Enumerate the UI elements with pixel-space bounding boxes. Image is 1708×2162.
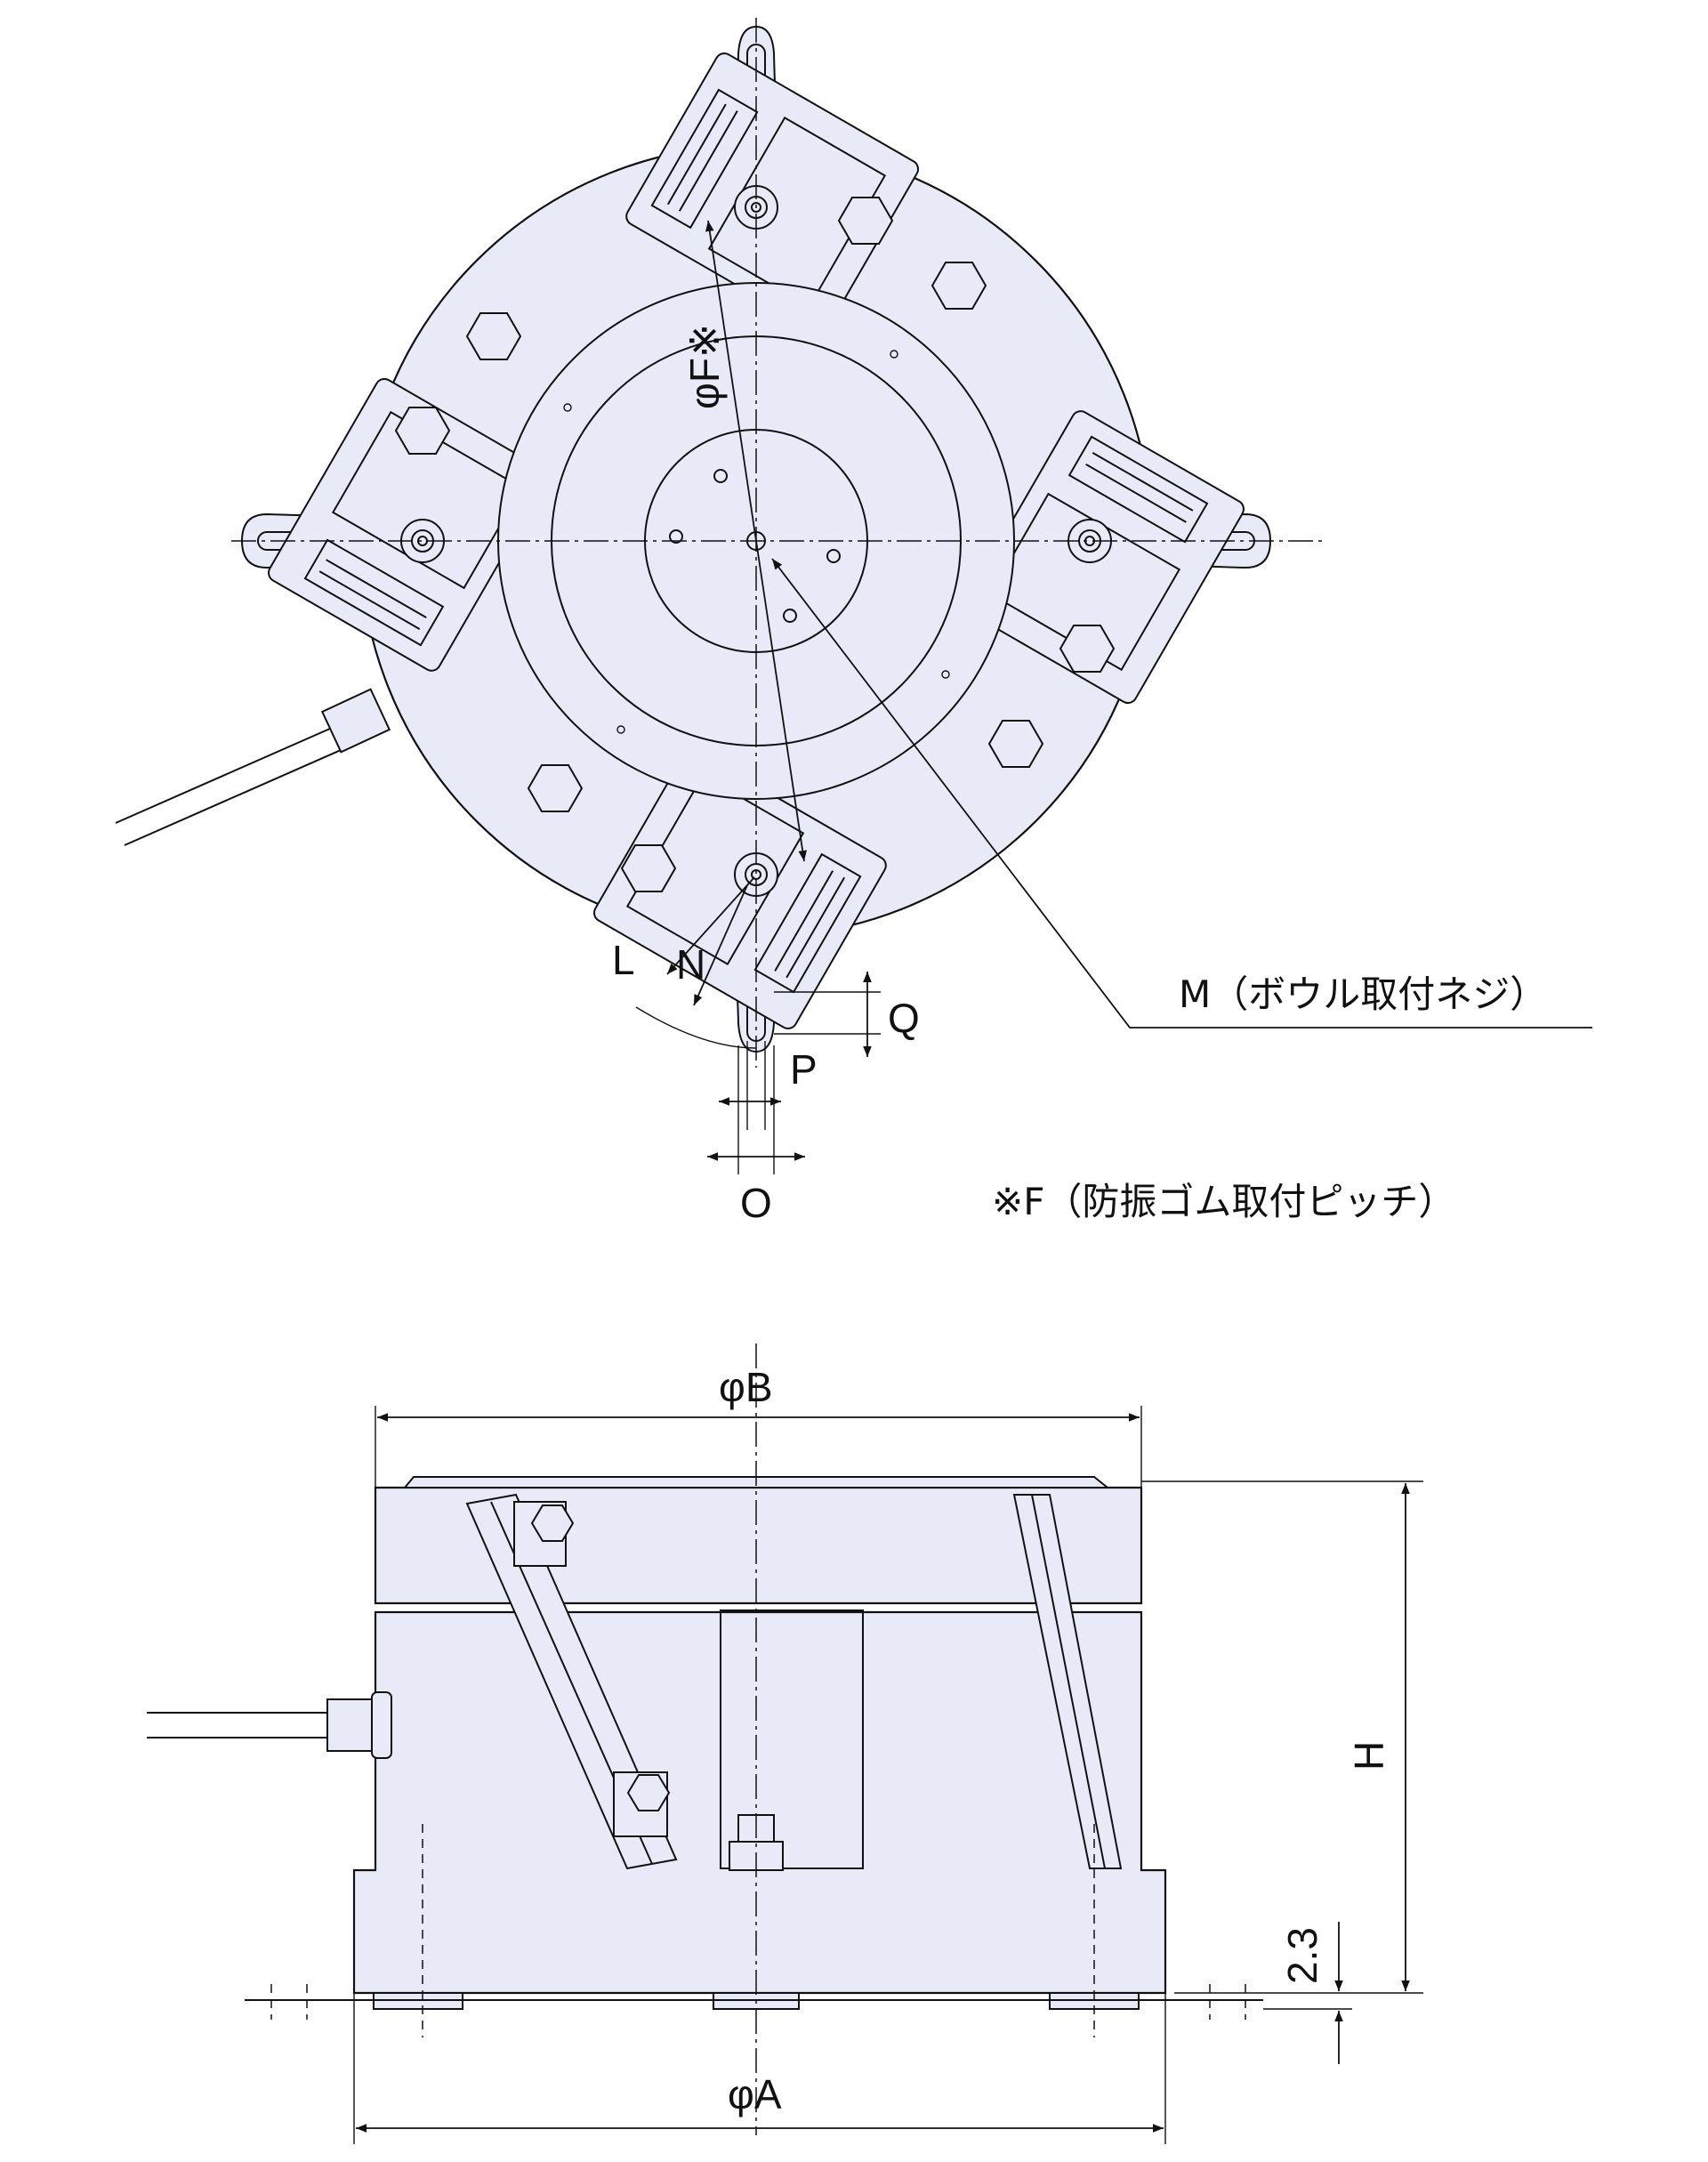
side-spring-left — [465, 1493, 678, 1870]
label-q: Q — [888, 995, 920, 1041]
label-phi-b: φB — [719, 1364, 773, 1410]
label-h: H — [1346, 1741, 1392, 1771]
side-spring-right — [1012, 1494, 1123, 1869]
dimension-line-phi-f — [705, 220, 807, 862]
side-feet — [245, 1992, 1263, 2010]
hex-bolts — [394, 197, 1116, 892]
power-cable-top — [115, 688, 391, 846]
leader-line-m — [771, 558, 1592, 1029]
label-f-note: ※F（防振ゴム取付ピッチ） — [992, 1180, 1455, 1223]
top-view: φF※ M（ボウル取付ネジ） L N Q P O ※F（防振ゴム取付ピッチ） — [115, 18, 1592, 1226]
label-p: P — [790, 1046, 818, 1093]
label-2-3: 2.3 — [1279, 1927, 1325, 1984]
label-phi-a: φA — [728, 2071, 782, 2118]
label-phi-f: φF※ — [681, 324, 728, 409]
side-center-column — [720, 1609, 864, 1869]
leader-line-n — [693, 884, 748, 1006]
leader-line-l — [666, 876, 755, 975]
label-m-note: M（ボウル取付ネジ） — [1179, 972, 1547, 1016]
side-base-body — [352, 1610, 1167, 1995]
side-view: φB φA H 2.3 — [147, 1343, 1423, 2144]
label-n: N — [676, 941, 705, 988]
power-cable-side — [147, 1691, 392, 1759]
arc-l — [635, 1006, 757, 1049]
label-l: L — [612, 937, 635, 983]
label-o: O — [740, 1180, 772, 1226]
